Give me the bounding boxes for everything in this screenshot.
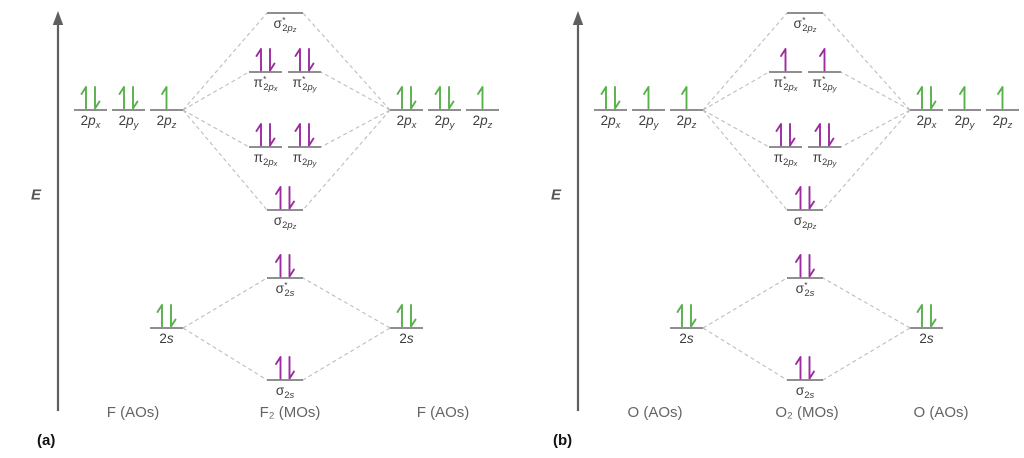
electron-down-arrow xyxy=(930,86,937,110)
electron-down-arrow xyxy=(789,123,796,147)
electron-up-arrow xyxy=(959,86,966,110)
correlation-dashed-line xyxy=(702,109,788,211)
correlation-dashed-line xyxy=(302,109,391,211)
electron-down-arrow xyxy=(94,86,101,110)
electron-up-arrow xyxy=(795,186,802,210)
electron-down-arrow xyxy=(288,254,295,278)
correlation-dashed-line xyxy=(302,327,391,381)
correlation-dashed-line xyxy=(182,109,250,148)
correlation-dashed-line xyxy=(182,71,250,111)
electron-up-arrow xyxy=(795,356,802,380)
electron-down-arrow xyxy=(308,123,315,147)
electron-up-arrow xyxy=(916,304,923,328)
electron-up-arrow xyxy=(275,254,282,278)
correlation-dashed-line xyxy=(702,12,788,111)
correlation-dashed-line xyxy=(702,71,770,111)
electron-down-arrow xyxy=(690,304,697,328)
electron-down-arrow xyxy=(288,186,295,210)
correlation-dashed-line xyxy=(182,12,268,111)
correlation-dashed-line xyxy=(822,109,911,211)
electron-up-arrow xyxy=(294,123,301,147)
electron-down-arrow xyxy=(269,48,276,72)
electron-down-arrow xyxy=(170,304,177,328)
electron-down-arrow xyxy=(410,304,417,328)
panel-a xyxy=(52,11,499,411)
electron-up-arrow xyxy=(396,86,403,110)
electron-up-arrow xyxy=(255,123,262,147)
electron-up-arrow xyxy=(80,86,87,110)
electron-up-arrow xyxy=(795,254,802,278)
electron-up-arrow xyxy=(676,304,683,328)
electron-up-arrow xyxy=(396,304,403,328)
correlation-dashed-line xyxy=(702,277,788,329)
electron-up-arrow xyxy=(275,356,282,380)
correlation-dashed-line xyxy=(822,12,911,111)
electron-up-arrow xyxy=(643,86,650,110)
electron-down-arrow xyxy=(132,86,139,110)
panel-b xyxy=(572,11,1019,411)
electron-up-arrow xyxy=(118,86,125,110)
correlation-dashed-line xyxy=(320,71,391,111)
electron-up-arrow xyxy=(434,86,441,110)
electron-up-arrow xyxy=(600,86,607,110)
electron-down-arrow xyxy=(828,123,835,147)
correlation-dashed-line xyxy=(702,109,770,148)
correlation-dashed-line xyxy=(182,277,268,329)
correlation-dashed-line xyxy=(822,277,911,329)
correlation-dashed-line xyxy=(320,109,391,148)
electron-down-arrow xyxy=(808,254,815,278)
electron-up-arrow xyxy=(819,48,826,72)
electron-up-arrow xyxy=(916,86,923,110)
electron-up-arrow xyxy=(477,86,484,110)
electron-down-arrow xyxy=(308,48,315,72)
electron-up-arrow xyxy=(294,48,301,72)
correlation-dashed-line xyxy=(840,109,911,148)
electron-down-arrow xyxy=(930,304,937,328)
electron-down-arrow xyxy=(410,86,417,110)
correlation-dashed-line xyxy=(182,109,268,211)
electron-up-arrow xyxy=(780,48,787,72)
electron-down-arrow xyxy=(808,356,815,380)
electron-down-arrow xyxy=(288,356,295,380)
electron-up-arrow xyxy=(775,123,782,147)
correlation-dashed-line xyxy=(302,12,391,111)
electron-up-arrow xyxy=(156,304,163,328)
electron-up-arrow xyxy=(814,123,821,147)
correlation-dashed-line xyxy=(822,327,911,381)
electron-up-arrow xyxy=(255,48,262,72)
correlation-dashed-line xyxy=(840,71,911,111)
electron-down-arrow xyxy=(448,86,455,110)
electron-up-arrow xyxy=(275,186,282,210)
correlation-dashed-line xyxy=(302,277,391,329)
electron-down-arrow xyxy=(808,186,815,210)
electron-up-arrow xyxy=(161,86,168,110)
correlation-dashed-line xyxy=(182,327,268,381)
electron-up-arrow xyxy=(681,86,688,110)
energy-axis-arrowhead xyxy=(572,11,584,25)
electron-down-arrow xyxy=(614,86,621,110)
electron-down-arrow xyxy=(269,123,276,147)
energy-axis-arrowhead xyxy=(52,11,64,25)
correlation-dashed-line xyxy=(702,327,788,381)
electron-up-arrow xyxy=(997,86,1004,110)
